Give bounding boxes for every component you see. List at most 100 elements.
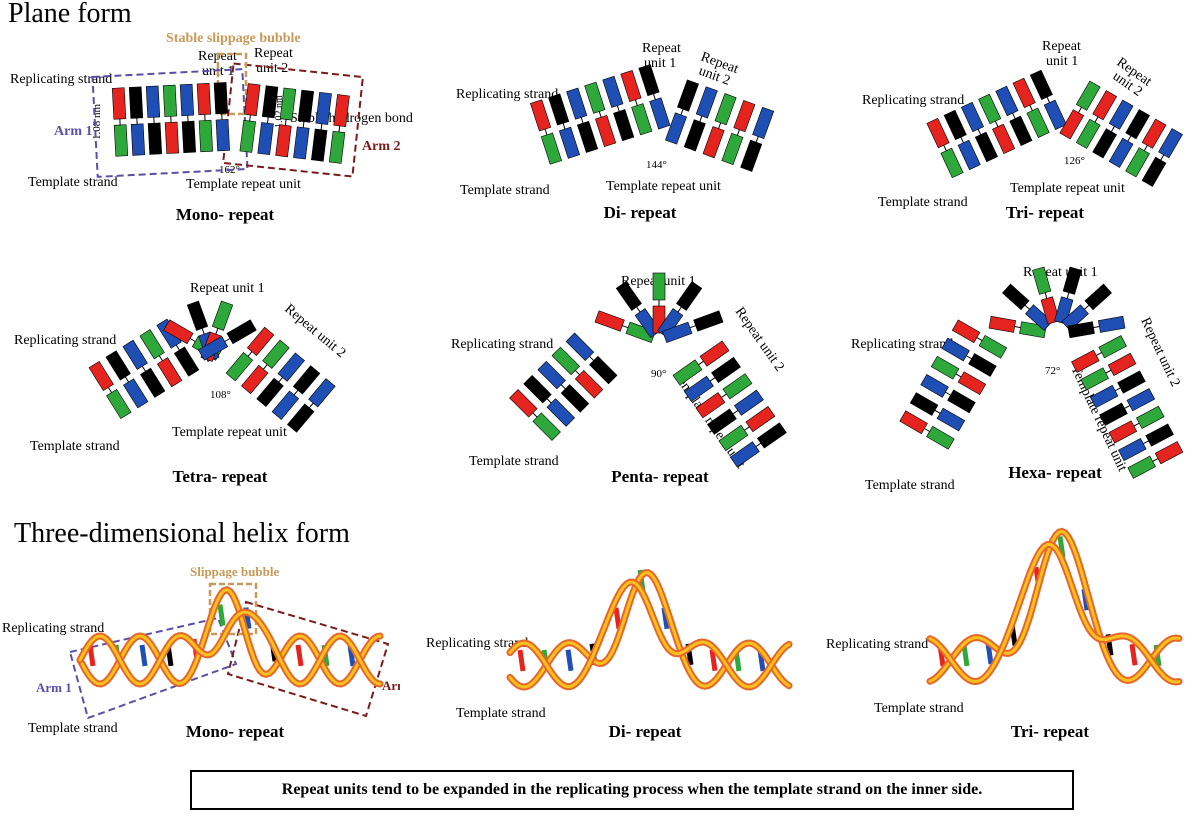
base-pair xyxy=(1061,283,1112,331)
base-pair xyxy=(941,337,997,377)
template-strand-label: Template strand xyxy=(469,454,559,469)
base-pair xyxy=(978,93,1016,155)
panel-penta-repeat: Replicating strand Template strand Repea… xyxy=(445,265,815,475)
arm1-label: Arm 1 xyxy=(54,124,93,139)
template-repeat-unit-label: Template repeat unit xyxy=(186,177,301,192)
strand-inner xyxy=(508,571,791,689)
base-pair xyxy=(1059,80,1101,140)
caption-helix-di: Di- repeat xyxy=(608,722,682,741)
base-pair xyxy=(88,360,132,420)
base-pair xyxy=(602,75,635,142)
helix-base xyxy=(613,607,622,630)
base-pair xyxy=(1089,370,1146,409)
repeat-unit-1-b: unit 1 xyxy=(644,56,676,71)
repeat-unit-2-label: Repeat unit 2 xyxy=(1137,315,1182,389)
base-pair xyxy=(271,365,321,420)
base-pair xyxy=(1054,266,1082,325)
base-pair xyxy=(145,85,163,155)
template-strand-label: Template strand xyxy=(28,175,118,190)
angle-label: 72° xyxy=(1045,365,1060,377)
template-strand-label: Template strand xyxy=(865,478,955,493)
base-pair xyxy=(899,410,955,450)
conclusion-box: Repeat units tend to be expanded in the … xyxy=(190,770,1074,810)
angle-label: 90° xyxy=(651,368,666,380)
base-pair xyxy=(122,339,166,398)
replicating-strand-label: Replicating strand xyxy=(826,637,928,652)
base-pair xyxy=(926,117,964,179)
base-pair xyxy=(960,101,998,163)
base-pair xyxy=(594,310,656,343)
replicating-strand-label: Replicating strand xyxy=(426,636,528,651)
strand-inner xyxy=(508,580,791,689)
helix-strands xyxy=(506,569,793,691)
helix-di-diagram: Replicating strand Template strand xyxy=(426,569,793,721)
base-pair xyxy=(1080,352,1137,391)
slippage-bubble-label: Slippage bubble xyxy=(190,564,279,579)
base-pair xyxy=(729,422,787,468)
base-pair xyxy=(1075,90,1118,149)
helix-base xyxy=(295,644,304,667)
base-pair-rungs xyxy=(926,69,1183,187)
helix-tri-diagram: Replicating strand Template strand xyxy=(826,527,1183,716)
base-pair xyxy=(584,81,617,148)
strand-inner xyxy=(928,542,1181,684)
replicating-strand-label: Replicating strand xyxy=(851,337,953,352)
base-pair xyxy=(1032,266,1060,325)
repeat-unit-2-a: Repeat xyxy=(254,46,293,61)
template-strand-label: Template strand xyxy=(878,195,968,210)
base-pair xyxy=(548,93,581,159)
base-pair xyxy=(672,340,730,386)
arm1-box xyxy=(91,68,249,178)
base-pair xyxy=(196,82,213,153)
arm2-box xyxy=(222,62,364,178)
base-pair xyxy=(695,373,753,419)
helix-base xyxy=(961,644,970,667)
base-pair xyxy=(225,326,275,382)
strand-inner xyxy=(78,588,382,686)
base-pair xyxy=(706,389,764,435)
base-pair xyxy=(139,329,183,388)
caption-tri: Tri- repeat xyxy=(1005,203,1085,222)
base-pair-rungs xyxy=(111,82,350,164)
helix-base xyxy=(217,604,226,626)
caption-mono: Mono- repeat xyxy=(175,205,275,224)
helix-base xyxy=(565,649,574,672)
base-pair xyxy=(328,94,350,164)
base-pair xyxy=(293,89,315,160)
angle-label: 108° xyxy=(210,389,231,401)
angle-label: 144° xyxy=(646,159,667,171)
dim-108-label: 1.08 nm xyxy=(91,104,103,141)
template-strand-label: Template strand xyxy=(30,439,120,454)
base-pair xyxy=(909,392,966,432)
base-pair xyxy=(995,85,1033,147)
arm2-label: Arm 2 xyxy=(382,678,400,693)
base-pair xyxy=(930,355,987,396)
panel-di-repeat: Replicating strand Template strand Repea… xyxy=(450,40,790,240)
base-pair xyxy=(638,64,671,130)
panel-tetra-repeat: Replicating strand Template strand Repea… xyxy=(10,270,370,470)
arm2-label: Arm 2 xyxy=(362,139,401,154)
base-pair xyxy=(311,91,332,162)
base-pair xyxy=(740,106,775,172)
base-pair xyxy=(111,87,129,157)
template-repeat-unit-label: Template repeat unit xyxy=(1010,181,1125,196)
base-pair xyxy=(565,332,618,385)
base-pair xyxy=(920,374,976,414)
arm2-box xyxy=(226,600,390,718)
replicating-strand-label: Replicating strand xyxy=(2,621,104,636)
base-pair xyxy=(684,356,741,402)
base-pair xyxy=(566,87,599,153)
template-repeat-unit-label: Template repeat unit xyxy=(172,425,287,440)
tetra-repeat-diagram: Replicating strand Template strand Repea… xyxy=(14,281,348,454)
base-pair xyxy=(1141,128,1183,187)
base-pair xyxy=(257,85,279,156)
base-pair xyxy=(1125,118,1167,178)
template-repeat-unit-label: Template repeat unit xyxy=(606,179,721,194)
mono-repeat-diagram: Replicating strand Template strand Stabl… xyxy=(10,31,413,192)
caption-helix-mono: Mono- repeat xyxy=(185,722,285,741)
base-pair xyxy=(213,82,230,152)
replicating-strand-label: Replicating strand xyxy=(862,93,964,108)
base-pair-rungs xyxy=(899,266,1184,479)
caption-tetra: Tetra- repeat xyxy=(172,467,268,486)
tri-repeat-diagram: Replicating strand Template strand Repea… xyxy=(862,39,1183,210)
